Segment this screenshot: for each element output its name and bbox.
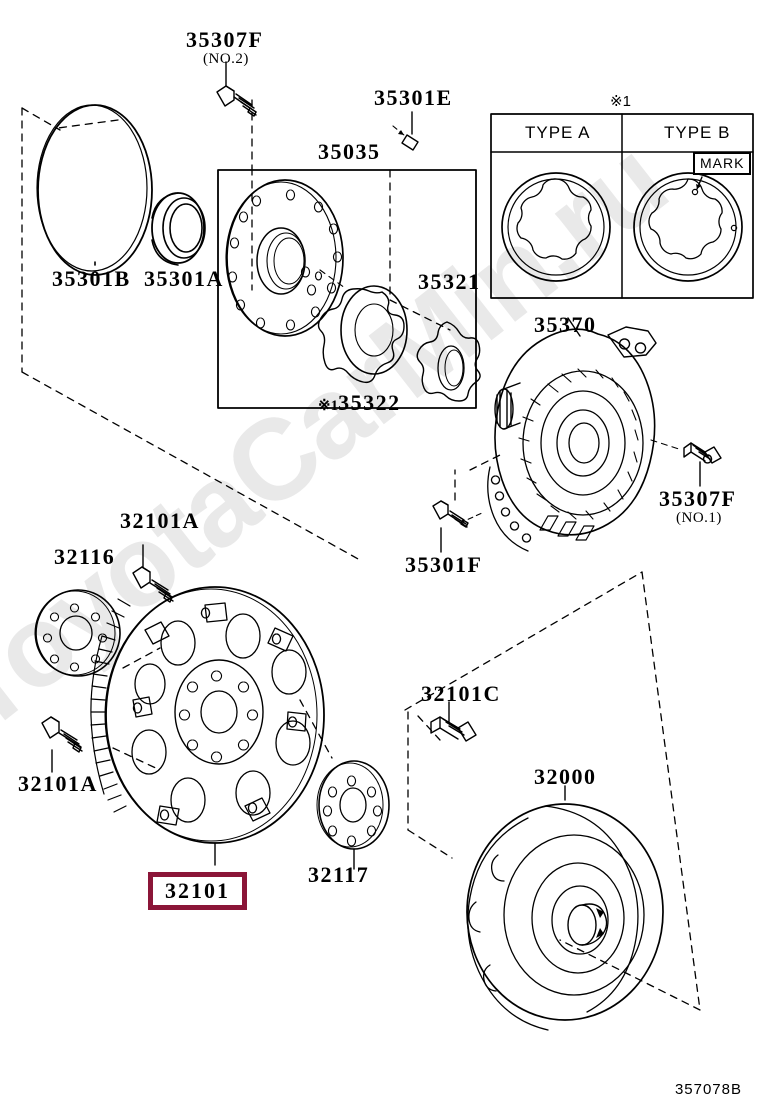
part-sublabel-35307f-no1: (NO.1) (676, 510, 722, 526)
reference-table-header-type-a: TYPE A (525, 123, 591, 142)
part-label-35301b[interactable]: 35301B (52, 266, 131, 291)
mark-callout-badge: MARK (693, 152, 752, 175)
part-label-35035[interactable]: 35035 (318, 139, 381, 164)
part-label-35301e[interactable]: 35301E (374, 85, 453, 110)
part-label-32000[interactable]: 32000 (534, 764, 597, 789)
part-sublabel-35307f-no2: (NO.2) (203, 51, 249, 67)
part-label-35321[interactable]: 35321 (418, 269, 481, 294)
part-label-32101-highlighted[interactable]: 32101 (148, 872, 247, 911)
part-label-32117[interactable]: 32117 (308, 862, 370, 887)
part-label-32101c[interactable]: 32101C (421, 681, 501, 706)
part-label-35307f-no1[interactable]: 35307F (659, 486, 737, 511)
reference-mark-star1: ※1 (318, 398, 339, 414)
part-label-35370[interactable]: 35370 (534, 312, 597, 337)
part-label-32101a-upper[interactable]: 32101A (120, 508, 200, 533)
diagram-code: 357078B (674, 1081, 742, 1098)
part-number-35322: 35322 (338, 390, 401, 415)
part-label-35322[interactable]: ※135322 (318, 391, 401, 415)
reference-table-marker: ※1 (610, 93, 631, 110)
part-label-32116[interactable]: 32116 (54, 544, 116, 569)
part-label-35301f[interactable]: 35301F (405, 552, 483, 577)
part-label-35307f-no2[interactable]: 35307F (186, 27, 264, 52)
part-label-35301a[interactable]: 35301A (144, 266, 224, 291)
part-label-32101a-lower[interactable]: 32101A (18, 771, 98, 796)
reference-table-header-type-b: TYPE B (664, 123, 731, 142)
